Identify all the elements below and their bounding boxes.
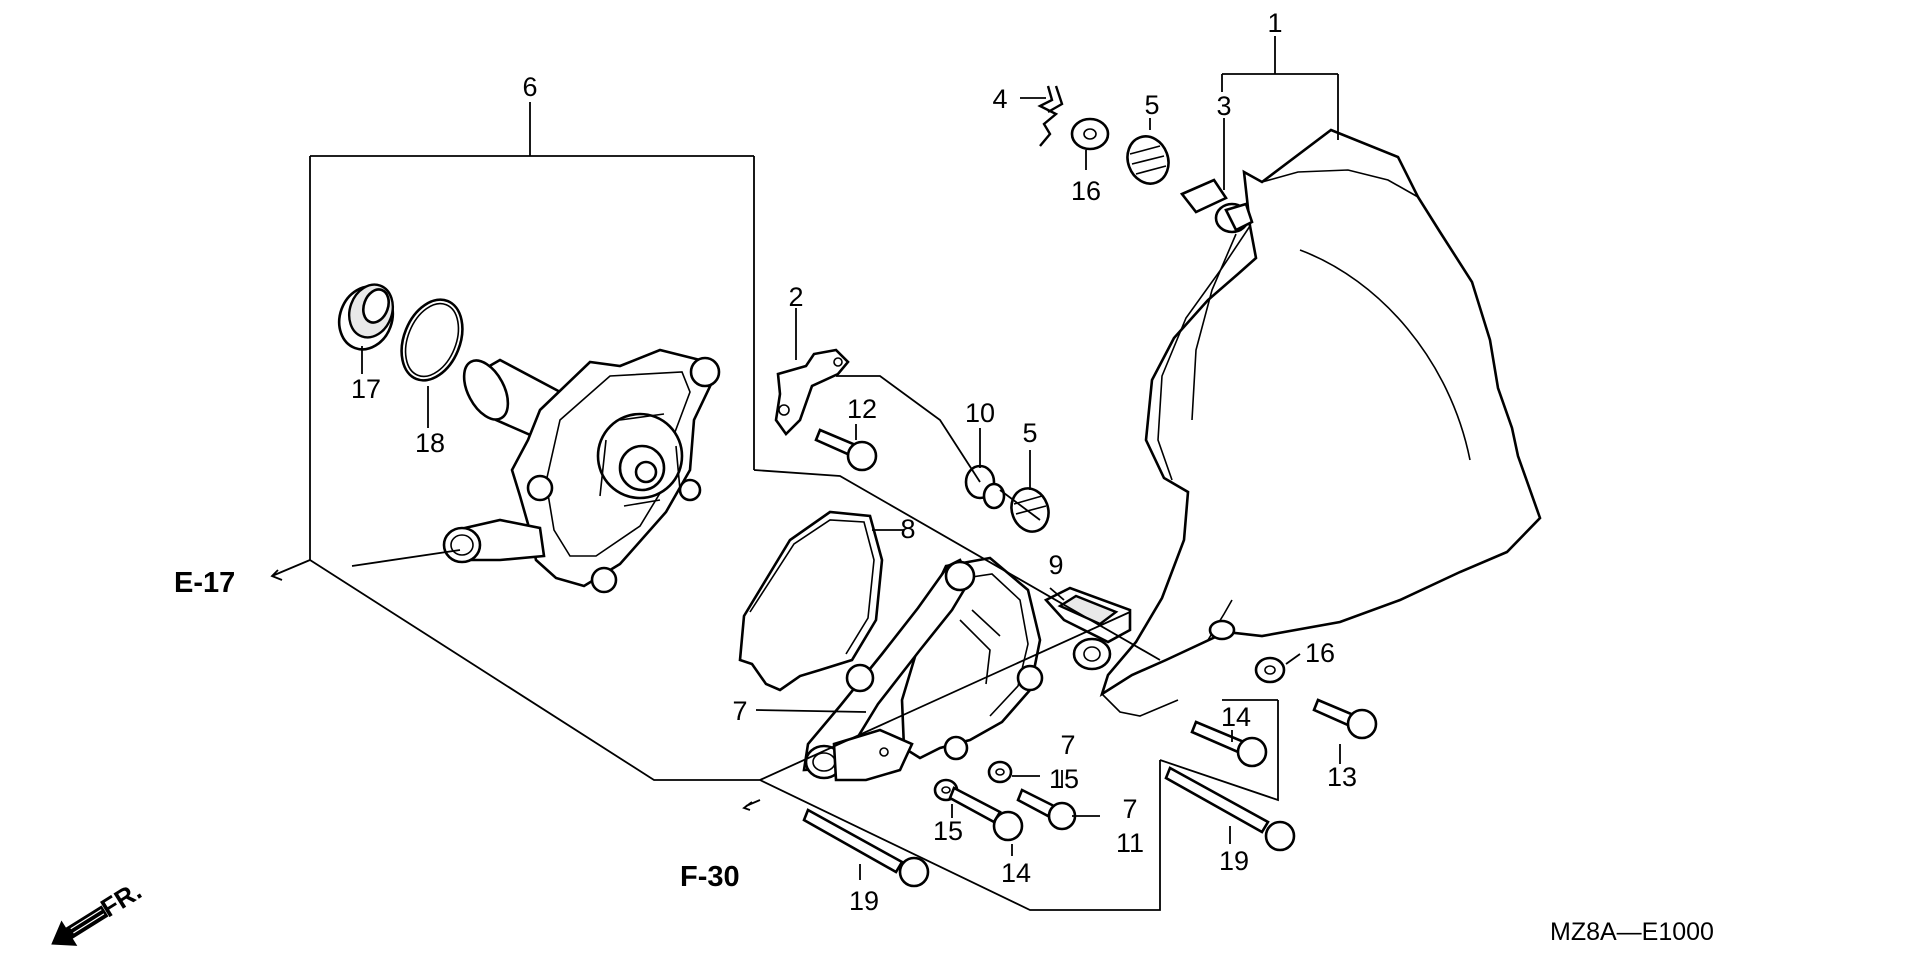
grommet-upper: [1126, 135, 1170, 185]
label-16-right: 16: [1305, 638, 1335, 668]
washer-right: [1254, 656, 1286, 684]
diagram-code: MZ8A—E1000: [1550, 918, 1714, 946]
label-16-upper: 16: [1071, 176, 1101, 206]
clip: [1037, 85, 1064, 147]
bolt-19-left: [802, 808, 930, 888]
label-7-right: 7: [1122, 794, 1137, 824]
label-15-upper: 15: [1049, 764, 1079, 794]
bracket: [774, 348, 850, 437]
ref-f30: F-30: [680, 861, 740, 893]
label-8: 8: [900, 514, 915, 544]
bolt-11: [1016, 788, 1077, 831]
cover-bracket: [1043, 586, 1132, 671]
label-2: 2: [788, 282, 803, 312]
label-4: 4: [992, 84, 1007, 114]
washer-upper: [1070, 117, 1110, 151]
collar: [964, 464, 1006, 510]
bolt-14-upper: [1190, 720, 1268, 768]
water-pump-cover: [1099, 128, 1542, 717]
ref-e17: E-17: [174, 567, 235, 599]
label-5-lower: 5: [1022, 418, 1037, 448]
label-14-lower: 14: [1001, 858, 1031, 888]
front-arrow-icon: [51, 905, 109, 946]
label-3: 3: [1216, 91, 1231, 121]
gasket: [738, 510, 884, 692]
label-9: 9: [1048, 550, 1063, 580]
label-18: 18: [415, 428, 445, 458]
o-ring: [400, 298, 464, 382]
label-12: 12: [847, 394, 877, 424]
bolt-13: [1312, 698, 1378, 740]
label-1: 1: [1267, 8, 1282, 38]
washer-15a: [987, 760, 1013, 784]
label-14-upper: 14: [1221, 702, 1251, 732]
bolt-19-right: [1164, 766, 1296, 852]
label-10: 10: [965, 398, 995, 428]
part-numbers: 1 2 3 4 5 5 6 7 7 7 8 9 10 11 12 13 14 1…: [351, 8, 1357, 916]
label-7-left: 7: [732, 696, 747, 726]
label-6: 6: [522, 72, 537, 102]
label-15-lower: 15: [933, 816, 963, 846]
label-11: 11: [1116, 828, 1144, 858]
pivot-bolt: [1179, 178, 1254, 234]
label-13: 13: [1327, 762, 1357, 792]
water-pump-body: [442, 348, 721, 594]
label-7-mid: 7: [1060, 730, 1075, 760]
leader-lines: [270, 36, 1341, 911]
label-19-left: 19: [849, 886, 879, 916]
label-17: 17: [351, 374, 381, 404]
label-19-right: 19: [1219, 846, 1249, 876]
bolt-14-lower: [948, 786, 1024, 842]
bolt-12: [814, 428, 878, 472]
oil-seal: [337, 283, 395, 351]
pump-cover-pipe: [802, 556, 1044, 782]
grommet-lower: [1010, 487, 1050, 533]
label-5-upper: 5: [1144, 90, 1159, 120]
